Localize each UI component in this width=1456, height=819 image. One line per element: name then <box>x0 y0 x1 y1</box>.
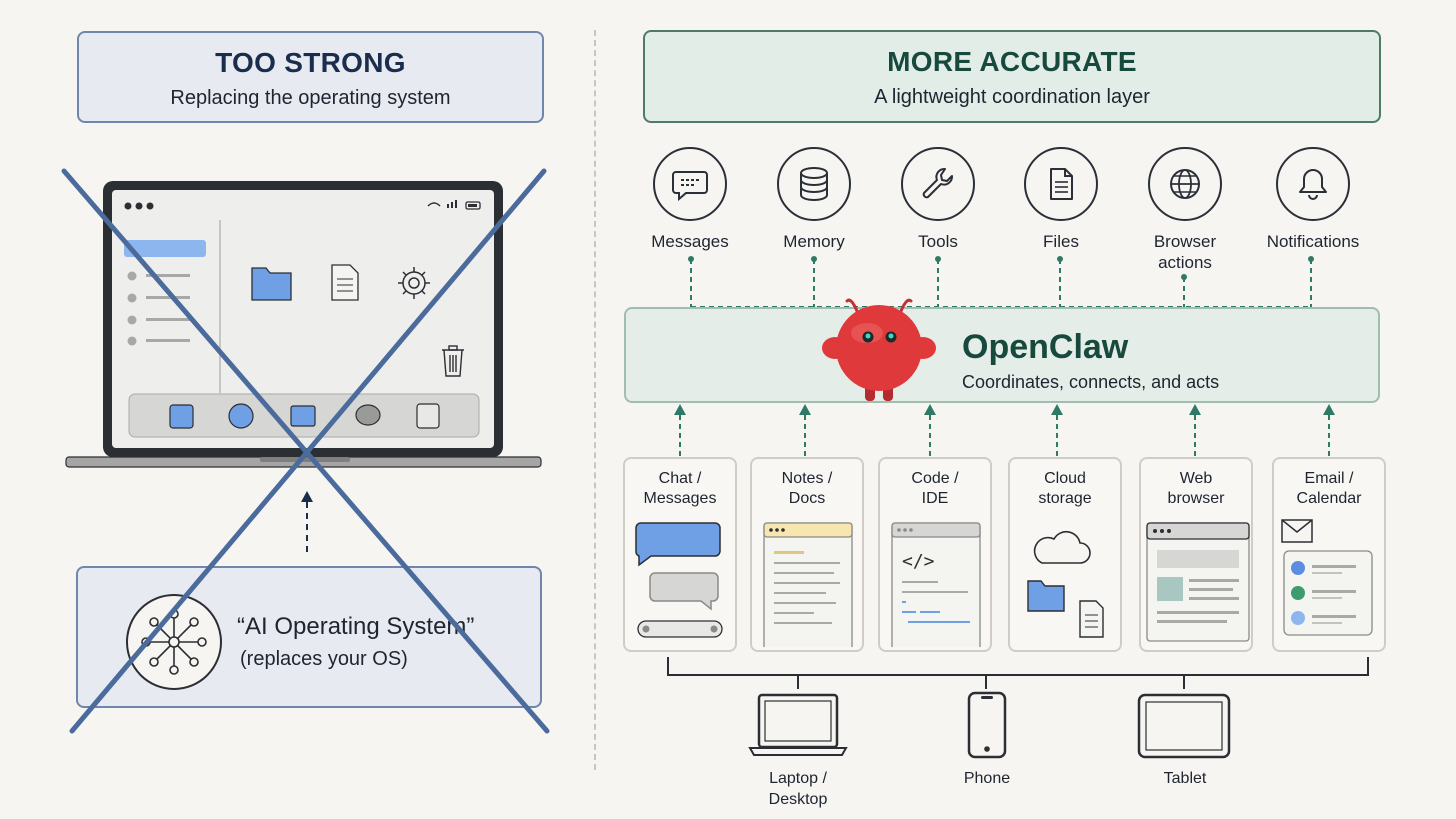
phone-icon <box>967 691 1007 759</box>
app-card-label: Chat /Messages <box>643 470 717 507</box>
openclaw-title: OpenClaw <box>962 328 1129 366</box>
database-icon <box>800 167 828 201</box>
openclaw-mascot-icon <box>822 298 936 401</box>
file-icon <box>1050 168 1073 200</box>
app-card-email: Email /Calendar <box>1272 457 1386 652</box>
capability-files: Files <box>991 147 1131 252</box>
app-card-notes: Notes /Docs <box>750 457 864 652</box>
devices-bracket <box>667 657 1369 689</box>
laptop-illustration <box>65 181 542 468</box>
device-label-phone: Phone <box>963 770 1011 787</box>
app-card-code: Code /IDE </> <box>878 457 992 652</box>
cloud-storage-icon <box>1027 530 1104 638</box>
app-card-label: Notes /Docs <box>781 470 833 507</box>
capability-label: Files <box>1043 232 1079 251</box>
cross-out-mark <box>61 168 550 734</box>
tablet-icon <box>1137 693 1231 759</box>
browser-window-icon <box>1146 522 1250 642</box>
left-header-title: TOO STRONG <box>215 47 406 78</box>
device-label-laptop: Laptop /Desktop <box>768 770 828 808</box>
capability-notifications: Notifications <box>1243 147 1383 252</box>
ai-os-subtitle: (replaces your OS) <box>240 648 408 670</box>
capability-memory: Memory <box>744 147 884 252</box>
panel-divider <box>594 30 596 770</box>
capability-tools: Tools <box>868 147 1008 252</box>
right-header-subtitle: A lightweight coordination layer <box>874 86 1150 108</box>
app-card-chat: Chat /Messages <box>623 457 737 652</box>
left-header-subtitle: Replacing the operating system <box>170 87 451 109</box>
ai-os-title: “AI Operating System” <box>237 613 475 640</box>
chat-bubbles-icon <box>635 522 723 638</box>
laptop-icon <box>748 693 848 756</box>
openclaw-core-bar <box>624 307 1380 403</box>
right-header-title: MORE ACCURATE <box>887 46 1137 77</box>
top-connectors <box>688 256 1314 308</box>
bottom-connectors <box>674 404 1335 457</box>
capability-label: Tools <box>918 232 958 251</box>
left-header: TOO STRONG Replacing the operating syste… <box>77 31 544 123</box>
app-card-label: Code /IDE <box>911 470 959 507</box>
capability-label: Messages <box>651 232 729 251</box>
device-label-tablet: Tablet <box>1163 770 1207 787</box>
bell-icon <box>1299 169 1327 200</box>
right-header: MORE ACCURATE A lightweight coordination… <box>643 30 1381 123</box>
network-icon <box>126 594 222 690</box>
email-calendar-icon <box>1281 519 1373 636</box>
document-window-icon <box>763 522 853 647</box>
code-editor-icon: </> <box>891 522 981 647</box>
capability-messages: Messages <box>620 147 760 252</box>
app-card-label: Email /Calendar <box>1296 470 1362 507</box>
globe-icon <box>1170 169 1200 199</box>
wrench-icon <box>922 168 953 199</box>
capability-label: Memory <box>783 232 845 251</box>
svg-text:</>: </> <box>902 551 935 572</box>
capability-label: Notifications <box>1266 232 1360 251</box>
openclaw-subtitle: Coordinates, connects, and acts <box>962 372 1220 392</box>
up-arrow-left <box>301 491 313 552</box>
message-icon <box>672 171 708 202</box>
